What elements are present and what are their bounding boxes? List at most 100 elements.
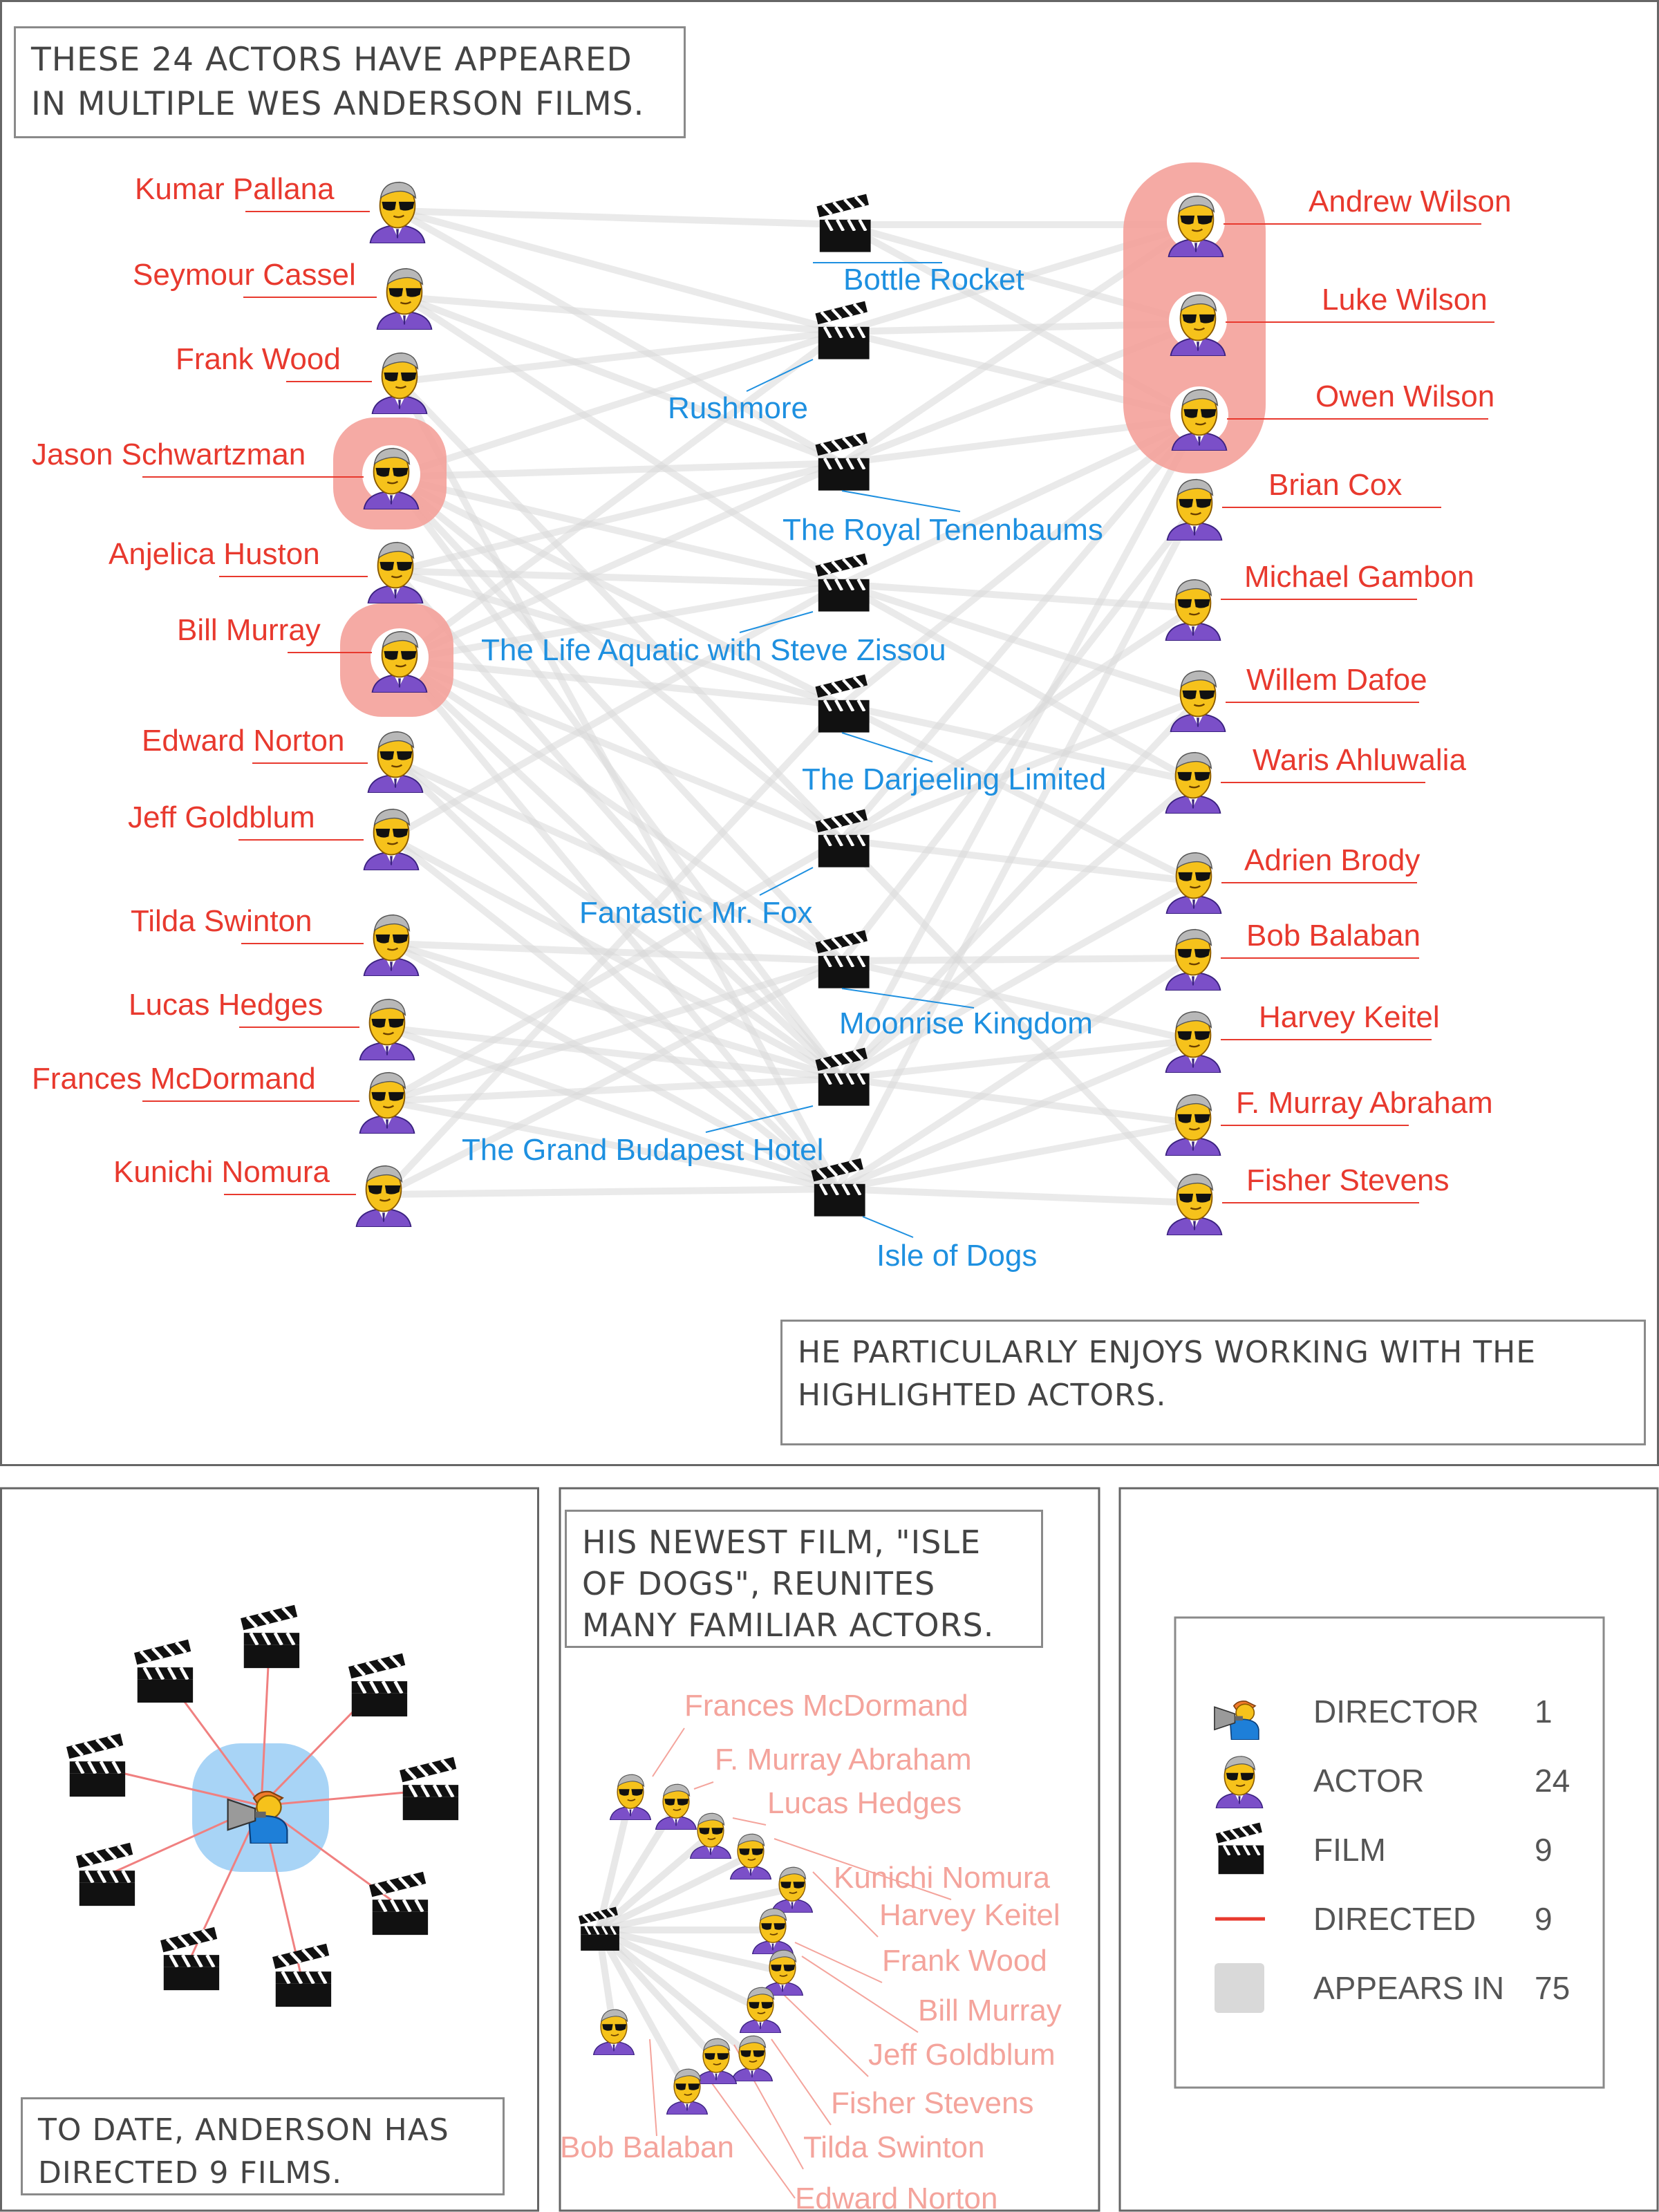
actor-label: Jeff Goldblum	[128, 800, 315, 834]
actor-label: Frances McDormand	[32, 1062, 316, 1096]
isle-cast-label: Kunichi Nomura	[834, 1861, 1051, 1895]
appears-in-edge	[834, 1037, 1197, 1192]
actor-icon	[729, 1833, 772, 1880]
clapperboard-icon	[577, 1906, 621, 1952]
film-label: Moonrise Kingdom	[839, 1006, 1093, 1040]
actor-label: Luke Wilson	[1322, 283, 1488, 317]
film-label: Fantastic Mr. Fox	[579, 896, 812, 930]
appears-in-edge	[396, 378, 845, 843]
appears-in-edge	[388, 940, 845, 1082]
legend-count: 9	[1535, 1832, 1553, 1868]
film-label-leader	[759, 867, 814, 896]
appears-in-edge	[401, 294, 845, 588]
isle-cast-label: Tilda Swinton	[803, 2130, 985, 2164]
legend-label: DIRECTED	[1313, 1901, 1476, 1937]
actor-icon	[655, 1783, 697, 1830]
director-caption: TO DATE, ANDERSON HAS DIRECTED 9 FILMS.	[21, 2097, 505, 2195]
actor-label: Bill Murray	[177, 613, 321, 647]
actor-label: Harvey Keitel	[1259, 1000, 1440, 1034]
actor-icon	[1165, 751, 1221, 814]
appears-in-edge	[838, 836, 1197, 885]
legend-label: APPEARS IN	[1313, 1970, 1504, 2006]
film-label: Bottle Rocket	[843, 263, 1024, 297]
appears-in-edge	[388, 940, 841, 1192]
film-label-leader	[705, 1105, 814, 1133]
actor-label: Adrien Brody	[1244, 843, 1420, 877]
appears-in-edge	[838, 415, 1203, 1082]
director-icon	[1214, 1700, 1259, 1740]
appears-in-edge	[401, 294, 845, 467]
actor-label: Waris Ahluwalia	[1253, 743, 1466, 777]
isle-label-leader	[732, 1817, 767, 1826]
isle-label-leader	[649, 2038, 657, 2137]
legend-label: ACTOR	[1313, 1763, 1424, 1799]
film-label: Rushmore	[668, 391, 808, 425]
appears-in-edge	[392, 568, 845, 588]
film-label: The Grand Budapest Hotel	[462, 1133, 823, 1167]
appears-in-edge	[392, 460, 845, 574]
appears-in-edge	[388, 460, 845, 480]
isle-edge	[595, 1927, 764, 2012]
isle-edge	[595, 1852, 754, 1933]
appears-in-edge	[388, 474, 845, 843]
isle-edge	[595, 1927, 756, 2061]
isle-cast-label: F. Murray Abraham	[715, 1743, 972, 1777]
actor-icon	[1215, 1755, 1264, 1808]
appears-in-edge	[388, 328, 845, 480]
isle-label-leader	[693, 1781, 714, 1790]
appears-in-edge	[838, 605, 1197, 843]
network-nodes	[355, 181, 1228, 1235]
isle-edge	[595, 1927, 786, 1975]
clapperboard-icon	[66, 1734, 125, 1797]
actor-icon	[367, 731, 424, 793]
actor-label: Edward Norton	[142, 724, 344, 758]
appears-in-edge	[838, 957, 1197, 1044]
film-label-leader	[841, 988, 975, 1009]
actor-label: Andrew Wilson	[1309, 185, 1511, 218]
isle-cast-label: Frank Wood	[882, 1944, 1047, 1978]
appears-in-edge	[396, 657, 845, 843]
appears-in-edge	[838, 1075, 1197, 1127]
appears-in-edge	[838, 778, 1197, 1082]
clapperboard-icon	[1214, 1822, 1266, 1876]
appears-in-edge	[838, 702, 1197, 785]
actor-icon	[1165, 852, 1222, 914]
appears-in-edge	[396, 328, 845, 664]
appears-in-edge	[838, 415, 1203, 709]
appears-in-edge	[388, 474, 845, 1082]
appears-in-edge	[380, 1185, 841, 1198]
highlight-caption: HE PARTICULARLY ENJOYS WORKING WITH THE …	[780, 1320, 1646, 1445]
isle-cast-label: Bob Balaban	[560, 2130, 734, 2164]
actor-label: Owen Wilson	[1315, 379, 1494, 413]
isle-label-leader	[771, 2038, 832, 2126]
appears-in-edge	[838, 696, 1201, 1082]
clapperboard-icon	[272, 1944, 331, 2007]
film-label-leader	[841, 490, 961, 512]
appears-in-edge	[388, 940, 845, 964]
appears-in-edge	[388, 581, 845, 841]
actor-icon	[609, 1774, 652, 1820]
film-label-leader	[862, 1216, 914, 1238]
appears-in-edge	[392, 757, 845, 1082]
isle-label-leader	[704, 2073, 796, 2199]
appears-in-edge	[384, 836, 845, 1105]
clapperboard-icon	[134, 1640, 193, 1703]
gray-square-icon	[1215, 1963, 1264, 2013]
isle-cast-label: Jeff Goldblum	[868, 2038, 1056, 2072]
appears-in-edge	[396, 657, 845, 1082]
isle-cast-label: Frances McDormand	[684, 1689, 968, 1723]
appears-in-edge	[394, 207, 845, 335]
isle-label-leader	[779, 1990, 869, 2077]
clapperboard-icon	[400, 1757, 458, 1820]
appears-in-edge	[396, 657, 845, 964]
actor-label: Jason Schwartzman	[32, 438, 306, 471]
appears-in-edge	[838, 415, 1203, 843]
director-panel	[66, 1605, 458, 2007]
actor-label: Tilda Swinton	[131, 904, 312, 938]
isle-label-leader	[801, 1956, 919, 2033]
isle-edge	[595, 1927, 691, 2094]
legend-count: 24	[1535, 1763, 1570, 1799]
appears-in-edge	[388, 474, 845, 588]
clapperboard-icon	[815, 433, 869, 491]
